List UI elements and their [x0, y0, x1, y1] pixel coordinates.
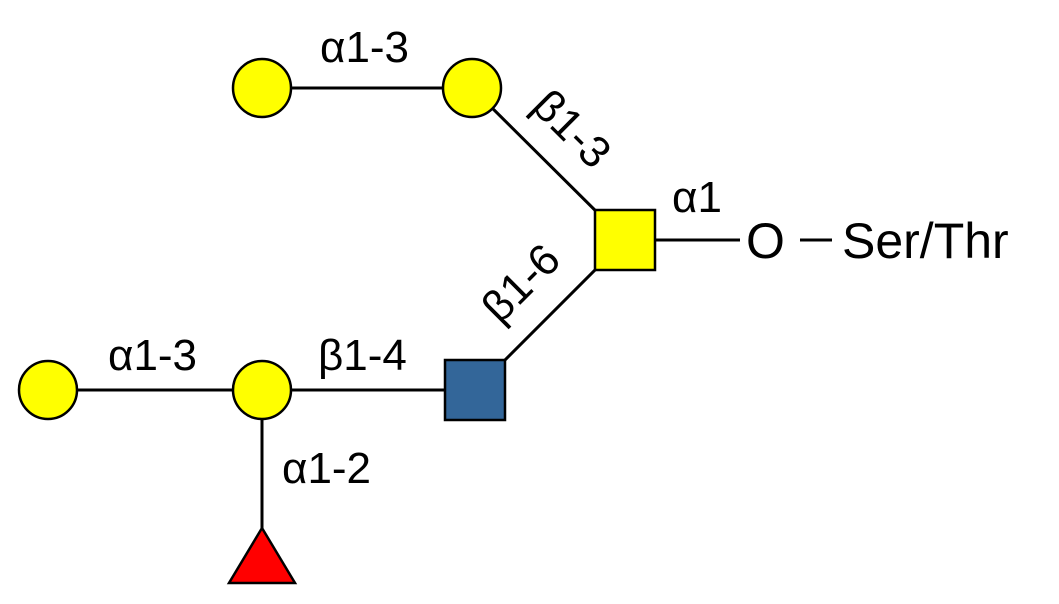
linkage-label-bottom-a13: α1-3 — [108, 331, 197, 380]
galactose-circle-top — [441, 57, 503, 119]
linkage-label-a12: α1-2 — [282, 444, 371, 493]
galactose-circle-top-left — [231, 57, 293, 119]
linkage-label-a1: α1 — [672, 173, 722, 222]
galnac-square — [593, 208, 657, 272]
fucose-triangle — [226, 525, 298, 585]
linkage-label-top-a13: α1-3 — [320, 23, 409, 72]
linkage-label-b13: β1-3 — [523, 80, 621, 178]
linkage-label-b16: β1-6 — [472, 235, 570, 333]
galactose-circle-branch — [231, 359, 293, 421]
galactose-circle-left — [17, 359, 79, 421]
ser-thr-label: Ser/Thr — [842, 213, 1009, 269]
oxygen-label: O — [746, 213, 785, 269]
glcnac-square — [443, 358, 507, 422]
linkage-label-b14: β1-4 — [318, 331, 407, 380]
